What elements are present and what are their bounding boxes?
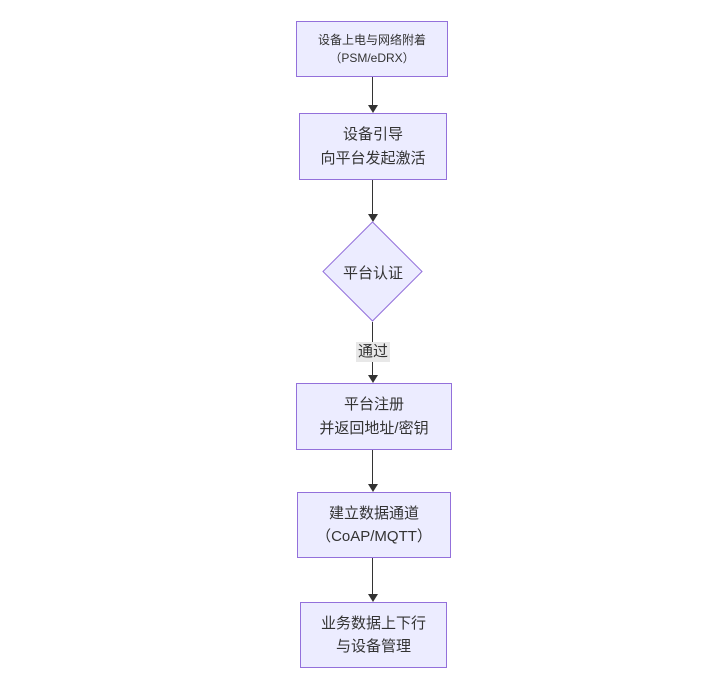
node-bootstrap: 设备引导 向平台发起激活 — [299, 113, 447, 180]
node-power-attach-line2: （PSM/eDRX） — [329, 51, 415, 65]
node-power-attach-line1: 设备上电与网络附着 — [317, 33, 426, 47]
node-data-channel: 建立数据通道 （CoAP/MQTT） — [297, 492, 451, 558]
node-business-data: 业务数据上下行 与设备管理 — [300, 602, 447, 668]
edge-2-line — [372, 180, 373, 214]
edge-3-arrowhead-icon — [368, 375, 378, 383]
node-platform-auth-label: 平台认证 — [342, 265, 403, 282]
edge-5-arrowhead-icon — [368, 594, 378, 602]
node-power-attach: 设备上电与网络附着 （PSM/eDRX） — [296, 21, 448, 77]
edge-5-line — [372, 558, 373, 594]
edge-2-arrowhead-icon — [368, 214, 378, 222]
node-bootstrap-line2: 向平台发起激活 — [320, 149, 426, 167]
edge-3-label-pass: 通过 — [355, 342, 391, 363]
node-platform-register-line2: 并返回地址/密钥 — [319, 419, 429, 437]
node-platform-register: 平台注册 并返回地址/密钥 — [296, 383, 452, 450]
node-business-data-line2: 与设备管理 — [335, 638, 411, 655]
edge-1-line — [372, 77, 373, 105]
node-data-channel-line2: （CoAP/MQTT） — [316, 528, 432, 545]
node-business-data-line1: 业务数据上下行 — [320, 614, 426, 632]
edge-4-arrowhead-icon — [368, 484, 378, 492]
edge-1-arrowhead-icon — [368, 105, 378, 113]
node-platform-register-line1: 平台注册 — [343, 396, 404, 414]
edge-4-line — [372, 450, 373, 484]
node-data-channel-line1: 建立数据通道 — [328, 504, 419, 522]
node-bootstrap-line1: 设备引导 — [342, 126, 403, 144]
